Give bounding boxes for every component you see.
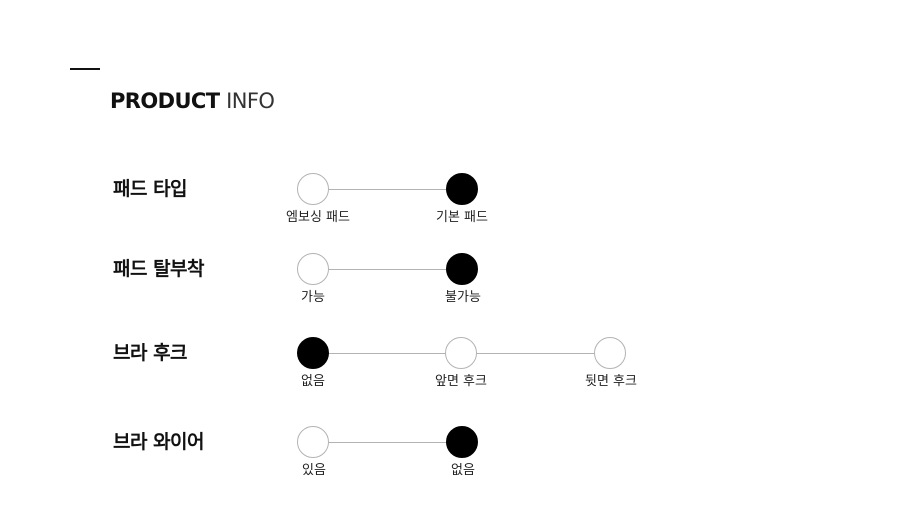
row-label: 패드 타입: [113, 178, 188, 200]
option-row-pad-detach: 패드 탈부착 가능 불가능: [0, 253, 900, 329]
option-row-bra-hook: 브라 후크 없음 앞면 후크 뒷면 후크: [0, 337, 900, 413]
option-label: 있음: [302, 463, 326, 478]
option-row-bra-wire: 브라 와이어 있음 없음: [0, 426, 900, 502]
option-dot[interactable]: [446, 253, 478, 285]
option-dot[interactable]: [297, 337, 329, 369]
row-label: 브라 후크: [113, 342, 188, 364]
option-label: 뒷면 후크: [585, 374, 637, 389]
option-dot[interactable]: [297, 253, 329, 285]
option-dot[interactable]: [297, 426, 329, 458]
option-dot[interactable]: [594, 337, 626, 369]
option-label: 기본 패드: [436, 210, 488, 225]
option-dot[interactable]: [445, 337, 477, 369]
option-connector: [313, 188, 462, 190]
option-dot[interactable]: [446, 426, 478, 458]
page-title-light: INFO: [226, 89, 275, 113]
option-label: 없음: [451, 463, 475, 478]
option-label: 불가능: [445, 290, 481, 305]
row-label: 패드 탈부착: [113, 258, 205, 280]
option-connector: [313, 268, 462, 270]
option-label: 앞면 후크: [435, 374, 487, 389]
page-title-bold: PRODUCT: [110, 89, 220, 113]
option-dot[interactable]: [446, 173, 478, 205]
option-label: 가능: [301, 290, 325, 305]
header-accent-line: [70, 68, 100, 70]
page-title: PRODUCT INFO: [110, 88, 275, 114]
option-dot[interactable]: [297, 173, 329, 205]
option-label: 없음: [301, 374, 325, 389]
option-row-pad-type: 패드 타입 엠보싱 패드 기본 패드: [0, 173, 900, 249]
row-label: 브라 와이어: [113, 431, 205, 453]
option-connector: [313, 441, 462, 443]
option-label: 엠보싱 패드: [286, 210, 350, 225]
